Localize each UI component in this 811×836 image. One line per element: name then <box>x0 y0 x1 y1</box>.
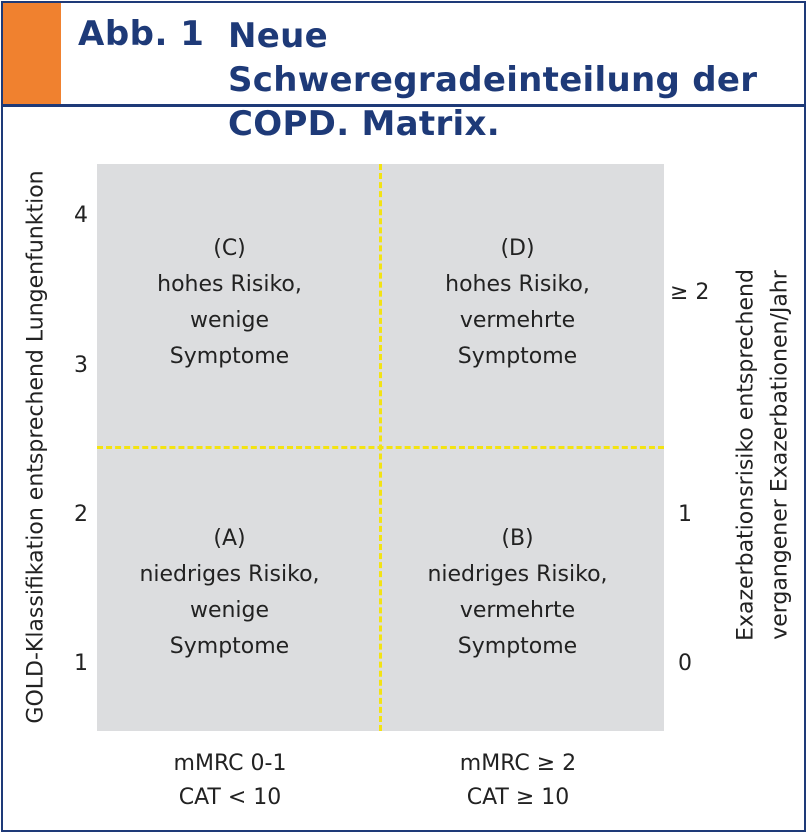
quadrant-b-line1: niedriges Risiko, <box>427 562 608 587</box>
quadrant-b: (B) niedriges Risiko, vermehrte Symptome <box>376 521 659 665</box>
left-tick-3: 3 <box>74 353 88 378</box>
quadrant-d-letter: (D) <box>500 236 535 261</box>
right-axis-label-line1: Exazerbationsrisiko entsprechend <box>733 269 759 641</box>
quadrant-c-letter: (C) <box>213 236 246 261</box>
quadrant-d-line2: vermehrte <box>459 308 576 333</box>
quadrant-c-line1: hohes Risiko, <box>157 272 302 297</box>
left-tick-2: 2 <box>74 502 88 527</box>
quadrant-b-line2: vermehrte <box>459 598 576 623</box>
horizontal-divider <box>97 446 664 449</box>
right-tick-2-plus: ≥ 2 <box>670 280 710 305</box>
right-axis-label-line2: vergangener Exazerbationen/Jahr <box>767 270 793 640</box>
quadrant-c: (C) hohes Risiko, wenige Symptome <box>88 231 371 375</box>
right-tick-0: 0 <box>678 651 692 676</box>
quadrant-a-line3: Symptome <box>169 634 290 659</box>
bottom-label-right: mMRC ≥ 2 CAT ≥ 10 <box>378 747 658 815</box>
left-tick-4: 4 <box>74 203 88 228</box>
header-divider <box>3 104 804 107</box>
figure-number: Abb. 1 <box>78 14 205 54</box>
quadrant-a-letter: (A) <box>213 526 246 551</box>
figure-title: Neue Schweregradeinteilung der COPD. Mat… <box>228 16 758 144</box>
quadrant-a-line2: wenige <box>189 598 270 623</box>
bottom-label-left-line1: mMRC 0-1 <box>173 751 287 776</box>
quadrant-a: (A) niedriges Risiko, wenige Symptome <box>88 521 371 665</box>
orange-accent-bar <box>3 3 61 106</box>
quadrant-b-letter: (B) <box>501 526 534 551</box>
bottom-label-right-line2: CAT ≥ 10 <box>466 785 570 810</box>
right-tick-1: 1 <box>678 502 692 527</box>
quadrant-d-line1: hohes Risiko, <box>445 272 590 297</box>
left-tick-1: 1 <box>74 651 88 676</box>
quadrant-b-line3: Symptome <box>457 634 578 659</box>
quadrant-d-line3: Symptome <box>457 344 578 369</box>
bottom-label-left-line2: CAT < 10 <box>178 785 282 810</box>
bottom-label-left: mMRC 0-1 CAT < 10 <box>90 747 370 815</box>
bottom-label-right-line1: mMRC ≥ 2 <box>459 751 577 776</box>
left-axis-label: GOLD-Klassifikation entsprechend Lungenf… <box>23 170 49 724</box>
quadrant-c-line3: Symptome <box>169 344 290 369</box>
quadrant-d: (D) hohes Risiko, vermehrte Symptome <box>376 231 659 375</box>
quadrant-a-line1: niedriges Risiko, <box>139 562 320 587</box>
quadrant-c-line2: wenige <box>189 308 270 333</box>
